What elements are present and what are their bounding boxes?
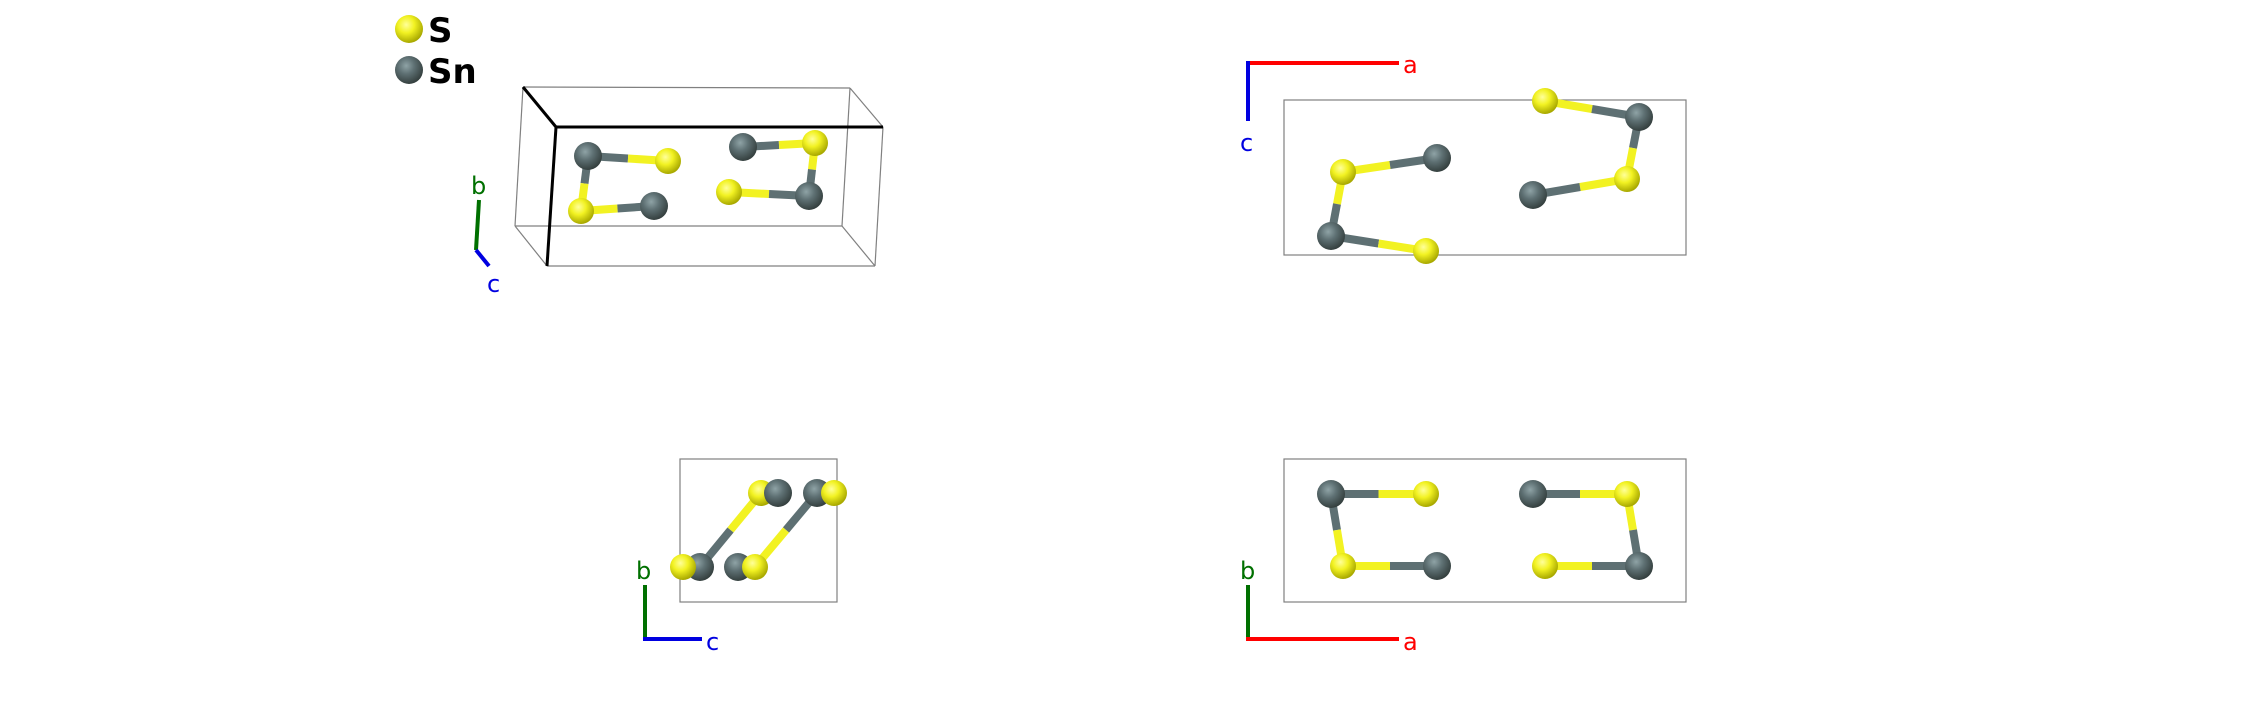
unit-cell	[514, 86, 884, 267]
legend: S Sn	[395, 11, 477, 92]
tin-atom	[1519, 181, 1547, 209]
legend-s-swatch	[395, 15, 423, 43]
cell-edge	[849, 87, 884, 128]
tin-atom	[1625, 552, 1653, 580]
sulfur-atom	[1614, 166, 1640, 192]
sulfur-atom	[1532, 88, 1558, 114]
axis-label-a: a	[1403, 628, 1418, 656]
tin-atom	[574, 142, 602, 170]
tin-atom	[1423, 552, 1451, 580]
sulfur-atom	[1413, 481, 1439, 507]
sulfur-atom	[568, 198, 594, 224]
sulfur-atom	[1330, 553, 1356, 579]
sulfur-atom	[670, 554, 696, 580]
sulfur-atom	[1614, 481, 1640, 507]
tin-atom	[1317, 480, 1345, 508]
tin-atom	[1317, 222, 1345, 250]
sulfur-atom	[655, 148, 681, 174]
tin-atom	[795, 182, 823, 210]
perspective-view: bc	[471, 86, 884, 298]
cell-edge	[841, 225, 876, 267]
tin-atom	[1423, 144, 1451, 172]
tin-atom	[764, 479, 792, 507]
tin-atom	[1625, 103, 1653, 131]
view-ab: ba	[1240, 458, 1687, 656]
unit-cell	[1283, 458, 1687, 603]
sulfur-atom	[802, 130, 828, 156]
axis-label-a: a	[1403, 51, 1418, 79]
axis-indicator: ac	[1240, 51, 1418, 157]
view-ac: ac	[1240, 51, 1687, 264]
legend-s-label: S	[428, 11, 453, 51]
axis-indicator: bc	[471, 172, 500, 298]
cell-edge	[522, 86, 851, 89]
cell-edge-origin	[545, 126, 558, 267]
axis-label-b: b	[471, 172, 486, 200]
legend-sn-swatch	[395, 56, 423, 84]
cell-edge	[874, 126, 884, 267]
sulfur-atom	[716, 179, 742, 205]
sulfur-atom	[1413, 238, 1439, 264]
tin-atom	[729, 133, 757, 161]
axis-indicator: ba	[1240, 557, 1418, 656]
unit-cell	[679, 458, 838, 603]
tin-atom	[640, 192, 668, 220]
cell-edge	[514, 86, 524, 227]
legend-sn-label: Sn	[428, 52, 477, 92]
axis-b	[474, 199, 481, 251]
unit-cell	[1283, 99, 1687, 256]
sulfur-atom	[1532, 553, 1558, 579]
axis-label-c: c	[1240, 129, 1253, 157]
axis-label-c: c	[706, 628, 719, 656]
axis-label-b: b	[1240, 557, 1255, 585]
axis-indicator: bc	[636, 557, 719, 656]
sulfur-atom	[821, 480, 847, 506]
view-bc: bc	[636, 458, 847, 656]
sulfur-atom	[1330, 159, 1356, 185]
cell-edge-origin	[521, 86, 558, 128]
cell-edge	[841, 87, 851, 227]
tin-atom	[1519, 480, 1547, 508]
sulfur-atom	[742, 554, 768, 580]
axis-label-c: c	[487, 270, 500, 298]
axis-c	[474, 248, 491, 268]
axis-label-b: b	[636, 557, 651, 585]
cell-edge	[514, 225, 548, 267]
